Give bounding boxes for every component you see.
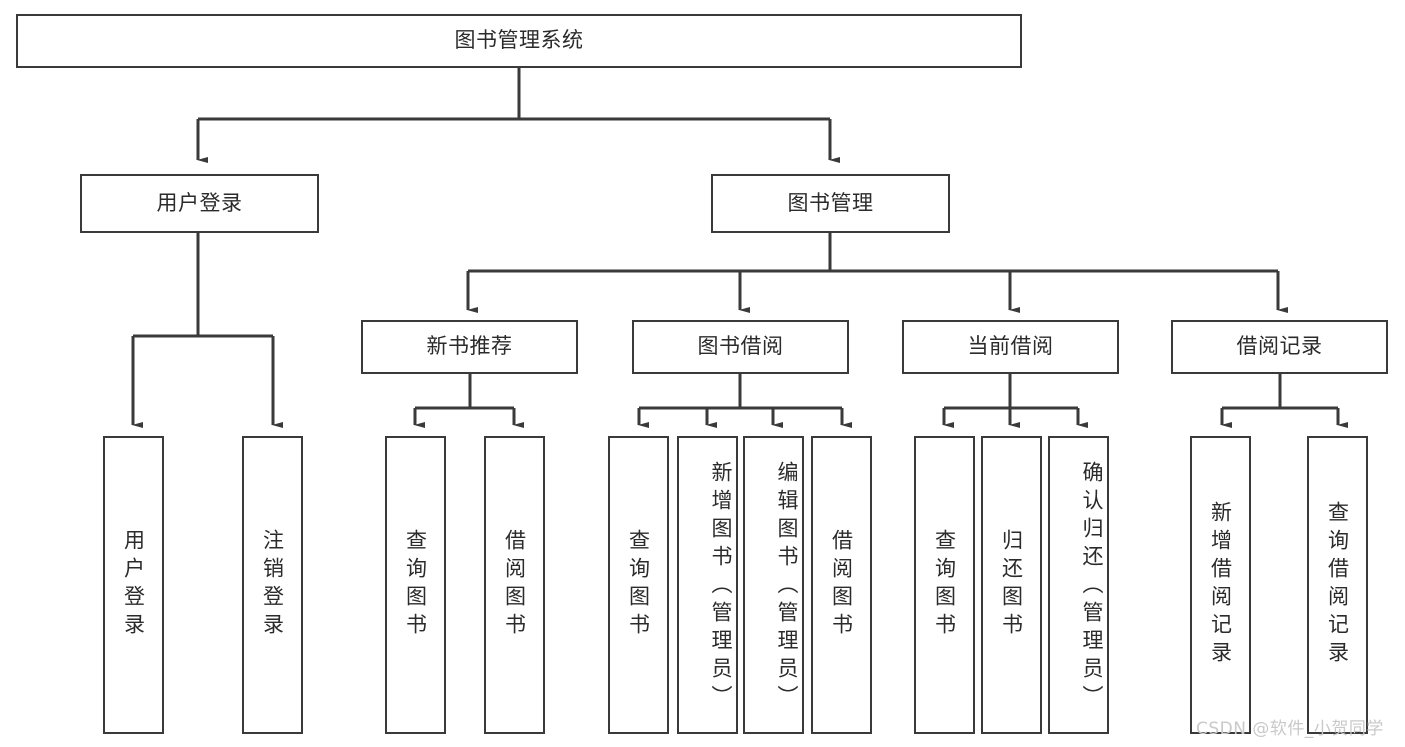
node-book-borrow[interactable]: 图书借阅 bbox=[632, 320, 849, 374]
node-leaf-logout-label: 注销登录 bbox=[260, 529, 285, 641]
node-leaf-borrow-book-2[interactable]: 借阅图书 bbox=[811, 436, 872, 734]
node-leaf-edit-book-label: 编辑图书（管理员） bbox=[775, 461, 799, 713]
node-leaf-logout[interactable]: 注销登录 bbox=[242, 436, 303, 734]
node-book-management-label: 图书管理 bbox=[787, 190, 874, 215]
node-leaf-return-book-label: 归还图书 bbox=[999, 529, 1024, 641]
node-root-label: 图书管理系统 bbox=[454, 28, 584, 53]
node-leaf-confirm-return[interactable]: 确认归还（管理员） bbox=[1048, 436, 1109, 734]
node-leaf-query-book-1[interactable]: 查询图书 bbox=[385, 436, 446, 734]
node-new-book-recommend[interactable]: 新书推荐 bbox=[361, 320, 578, 374]
node-leaf-user-login[interactable]: 用户登录 bbox=[103, 436, 164, 734]
node-leaf-borrow-book-1[interactable]: 借阅图书 bbox=[484, 436, 545, 734]
node-leaf-borrow-book-2-label: 借阅图书 bbox=[829, 529, 854, 641]
node-root[interactable]: 图书管理系统 bbox=[16, 14, 1022, 68]
node-leaf-return-book[interactable]: 归还图书 bbox=[981, 436, 1042, 734]
node-leaf-add-book[interactable]: 新增图书（管理员） bbox=[677, 436, 738, 734]
node-leaf-query-book-2-label: 查询图书 bbox=[626, 529, 651, 641]
node-leaf-edit-book[interactable]: 编辑图书（管理员） bbox=[743, 436, 804, 734]
node-borrow-record-label: 借阅记录 bbox=[1236, 334, 1323, 359]
node-leaf-confirm-return-label: 确认归还（管理员） bbox=[1080, 461, 1104, 713]
node-borrow-record[interactable]: 借阅记录 bbox=[1171, 320, 1388, 374]
node-leaf-query-record-label: 查询借阅记录 bbox=[1325, 501, 1350, 669]
node-leaf-query-book-3-label: 查询图书 bbox=[932, 529, 957, 641]
node-leaf-add-book-label: 新增图书（管理员） bbox=[709, 461, 733, 713]
node-current-borrow-label: 当前借阅 bbox=[967, 334, 1054, 359]
node-leaf-add-record-label: 新增借阅记录 bbox=[1208, 501, 1233, 669]
node-leaf-query-book-1-label: 查询图书 bbox=[403, 529, 428, 641]
node-leaf-borrow-book-1-label: 借阅图书 bbox=[502, 529, 527, 641]
node-user-login-label: 用户登录 bbox=[156, 190, 243, 215]
node-book-management[interactable]: 图书管理 bbox=[711, 174, 950, 233]
node-new-book-recommend-label: 新书推荐 bbox=[426, 334, 513, 359]
node-leaf-query-book-3[interactable]: 查询图书 bbox=[914, 436, 975, 734]
node-leaf-query-book-2[interactable]: 查询图书 bbox=[608, 436, 669, 734]
node-book-borrow-label: 图书借阅 bbox=[697, 334, 784, 359]
node-leaf-add-record[interactable]: 新增借阅记录 bbox=[1190, 436, 1251, 734]
node-user-login[interactable]: 用户登录 bbox=[80, 174, 319, 233]
csdn-watermark: CSDN @软件_小贺同学 bbox=[1196, 719, 1384, 739]
node-leaf-user-login-label: 用户登录 bbox=[121, 529, 146, 641]
node-current-borrow[interactable]: 当前借阅 bbox=[902, 320, 1119, 374]
node-leaf-query-record[interactable]: 查询借阅记录 bbox=[1307, 436, 1368, 734]
